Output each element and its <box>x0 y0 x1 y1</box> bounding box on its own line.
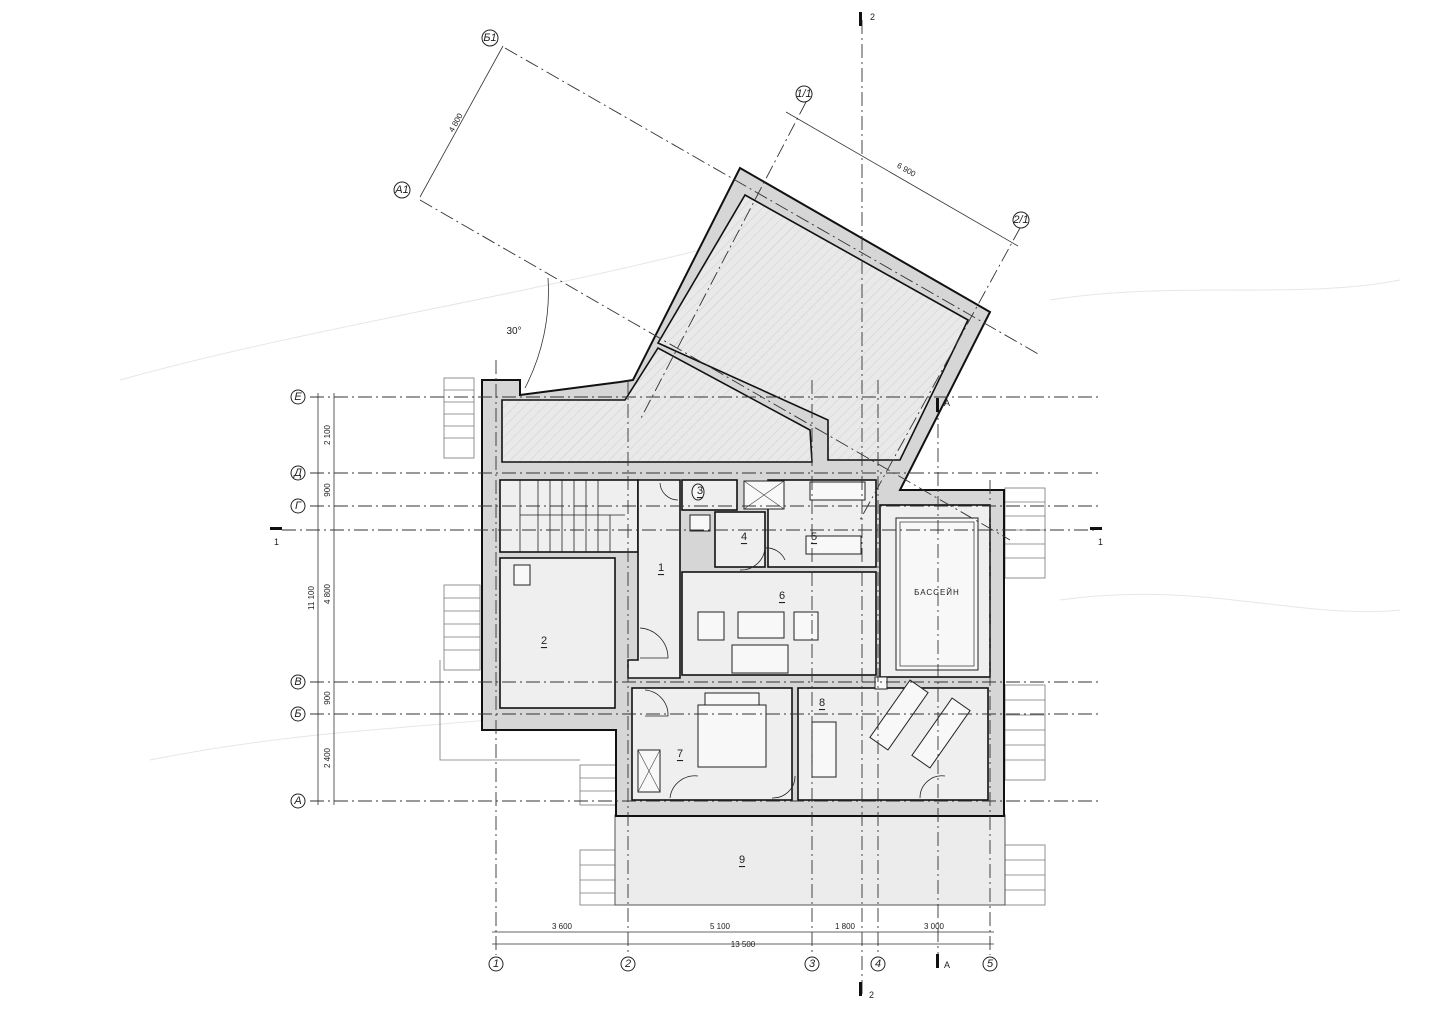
room-label-8: 8 <box>819 697 825 709</box>
section-2-bottom: 2 <box>869 990 874 1000</box>
room-label-4: 4 <box>741 531 747 543</box>
section-1-right: 1 <box>1098 537 1103 547</box>
furniture <box>513 480 971 793</box>
room-label-2: 2 <box>541 635 547 647</box>
pool <box>895 517 979 671</box>
room-label-3: 3 <box>697 485 703 497</box>
room-3 <box>681 479 738 511</box>
dim-bottom-total: 13 500 <box>731 940 756 949</box>
axis-label-11: 1/1 <box>796 88 811 100</box>
dim-bottom-2: 5 100 <box>710 922 731 931</box>
room-labels: 1 2 3 4 5 6 7 8 9 БАССЕЙН <box>541 485 960 866</box>
room-label-1: 1 <box>658 562 664 574</box>
dim-bottom-3: 1 800 <box>835 922 856 931</box>
axis-label-d: Д <box>292 467 302 479</box>
dim-left-4: 900 <box>323 691 332 705</box>
interior-stairs <box>519 480 625 552</box>
axis-label-4: 4 <box>875 958 881 970</box>
axis-label-a: А <box>293 795 301 807</box>
room-4 <box>714 511 766 568</box>
angle-label: 30° <box>506 326 521 337</box>
axis-label-g: Г <box>295 500 302 512</box>
axis-label-5: 5 <box>987 958 994 970</box>
axis-label-v: В <box>294 676 301 688</box>
dim-left-5: 2 400 <box>323 747 332 768</box>
section-2-top: 2 <box>870 12 875 22</box>
axis-label-2: 2 <box>624 958 631 970</box>
axis-label-b1: Б1 <box>483 32 496 44</box>
terrace-9 <box>614 814 1006 906</box>
axis-label-a1: А1 <box>394 184 408 196</box>
section-a-bottom: А <box>944 960 950 970</box>
room-label-5: 5 <box>811 531 817 543</box>
dim-left-3: 4 800 <box>323 583 332 604</box>
axis-label-1: 1 <box>493 958 499 970</box>
axis-label-3: 3 <box>809 958 816 970</box>
dim-rotated-width: 6 900 <box>895 161 917 179</box>
axis-label-21: 2/1 <box>1012 214 1028 226</box>
room-stairs <box>499 479 639 553</box>
dim-left-total: 11 100 <box>307 586 316 610</box>
dim-bottom-1: 3 600 <box>552 922 573 931</box>
dim-left-1: 2 100 <box>323 424 332 445</box>
exterior-stairs <box>439 377 1046 906</box>
section-a-top: А <box>944 398 950 408</box>
pool-inner <box>899 521 975 667</box>
axis-lines <box>282 20 1100 995</box>
pool-label: БАССЕЙН <box>914 588 960 597</box>
axis-bubbles: Е Д Г В Б А 1 2 3 4 5 А1 Б1 1/1 2/1 <box>290 29 1030 972</box>
terrace-upper <box>501 346 813 463</box>
axis-label-b: Б <box>294 708 301 720</box>
dim-rotated-depth: 4 800 <box>447 111 465 133</box>
doors <box>639 482 946 799</box>
rotated-terrace <box>656 193 970 461</box>
section-markers: 1 1 2 2 А А <box>270 12 1103 1000</box>
room-label-9: 9 <box>739 854 745 866</box>
room-label-6: 6 <box>779 590 785 602</box>
dim-left-2: 900 <box>323 483 332 497</box>
dim-bottom-4: 3 000 <box>924 922 945 931</box>
section-1-left: 1 <box>274 537 279 547</box>
dimension-lines <box>317 45 1019 945</box>
room-label-7: 7 <box>677 748 683 760</box>
axis-label-e: Е <box>294 391 302 403</box>
